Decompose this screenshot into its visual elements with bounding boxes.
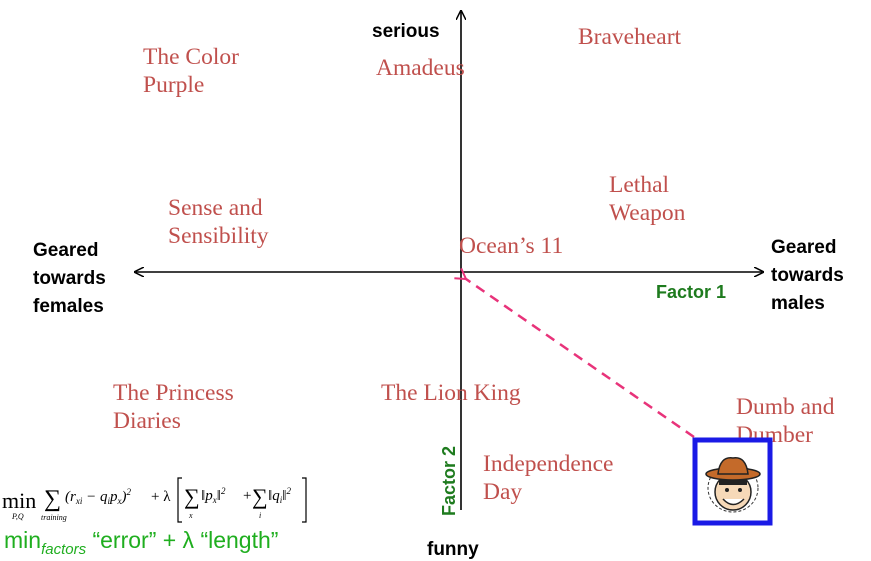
movie-label-line: Ocean’s 11 (459, 233, 563, 259)
movie-label-line: Independence (483, 451, 613, 477)
formula-sum-x: ∑ (184, 484, 200, 509)
movie-label-line: Diaries (113, 408, 181, 434)
formula-q-sub: i (107, 496, 110, 506)
formula-min-subscript: P,Q (11, 512, 24, 521)
formula-norm-p-close: ‖ (217, 488, 221, 504)
axis-left-line-1: Geared (33, 240, 98, 261)
formula-plus: + (243, 488, 251, 504)
axis-right-line-1: Geared (771, 237, 836, 258)
formula-norm-q-square: 2 (286, 486, 291, 496)
movie-label-line: The Princess (113, 380, 234, 406)
formula-plus-lambda: + λ (151, 489, 171, 505)
movie-label-line: Day (483, 479, 522, 505)
axis-right-line-2: towards (771, 265, 844, 286)
movie-label-line: Purple (143, 72, 204, 98)
objective-min: min (4, 527, 41, 553)
user-box (692, 437, 773, 526)
movie-label-line: Weapon (609, 200, 686, 226)
formula-left-bracket (177, 477, 182, 523)
cowboy-face-icon (705, 457, 761, 513)
formula-sum-i-subscript: i (259, 511, 261, 520)
axis-left-line-2: towards (33, 268, 106, 289)
formula-r-sub: xi (75, 496, 83, 506)
formula-sum-x-subscript: x (188, 511, 193, 520)
movie-label-oceans-11: Ocean’s 11 (459, 233, 563, 259)
formula-error-term: (rxi − qipx)2 (65, 487, 131, 506)
formula-min: min (2, 488, 36, 513)
formula-sum-training: ∑ (44, 486, 61, 512)
formula-norm-q-sub: i (280, 495, 283, 505)
movie-label-lion-king: The Lion King (381, 380, 521, 406)
formula-norm-q-close: ‖ (282, 488, 286, 504)
formula-sum-i: ∑ (252, 484, 268, 509)
factor-2-label: Factor 2 (439, 446, 459, 516)
formula-p-sub: x (116, 496, 121, 506)
movie-label-line: Braveheart (578, 24, 682, 50)
formula-norm-p-open: ‖p (201, 488, 213, 504)
objective-rest: “error” + λ “length” (86, 527, 278, 553)
movie-label-amadeus: Amadeus (376, 55, 465, 81)
movie-label-line: Dumb and (736, 394, 835, 420)
axis-top-label: serious (372, 21, 440, 42)
formula-norm-p-square: 2 (221, 486, 226, 496)
movie-label-line: Sensibility (168, 223, 269, 249)
formula-minus-q: − q (82, 489, 108, 505)
formula-r: (r (65, 489, 76, 505)
movie-label-line: Lethal (609, 172, 669, 198)
movie-label-braveheart: Braveheart (578, 24, 682, 50)
factor-1-label: Factor 1 (656, 282, 726, 302)
axis-right-line-3: males (771, 293, 825, 314)
axis-left-line-3: females (33, 296, 104, 317)
formula-p: p (109, 489, 118, 505)
formula-close: ) (120, 489, 126, 505)
movie-label-line: Sense and (168, 195, 263, 221)
formula-square: 2 (126, 487, 131, 497)
formula-right-bracket (302, 477, 307, 523)
regularized-objective-formula: min P,Q ∑ training (rxi − qipx)2 + λ ∑ x… (2, 477, 307, 523)
formula-sum-training-subscript: training (41, 513, 67, 522)
movie-label-line: The Color (143, 44, 239, 70)
user-vector-arrow (454, 267, 695, 439)
objective-min-subscript: factors (41, 541, 87, 558)
axis-left-label: Geared towards females (33, 240, 111, 317)
movie-label-line: The Lion King (381, 380, 521, 406)
objective-summary: minfactors “error” + λ “length” (4, 527, 278, 558)
formula-norm-q: ‖qi‖2 (268, 486, 291, 505)
axis-bottom-label: funny (427, 539, 479, 560)
formula-norm-p: ‖px‖2 (201, 486, 226, 505)
formula-norm-p-sub: x (212, 495, 217, 505)
axis-right-label: Geared towards males (771, 237, 849, 314)
movie-label-line: Amadeus (376, 55, 465, 81)
formula-norm-q-open: ‖q (268, 488, 280, 504)
